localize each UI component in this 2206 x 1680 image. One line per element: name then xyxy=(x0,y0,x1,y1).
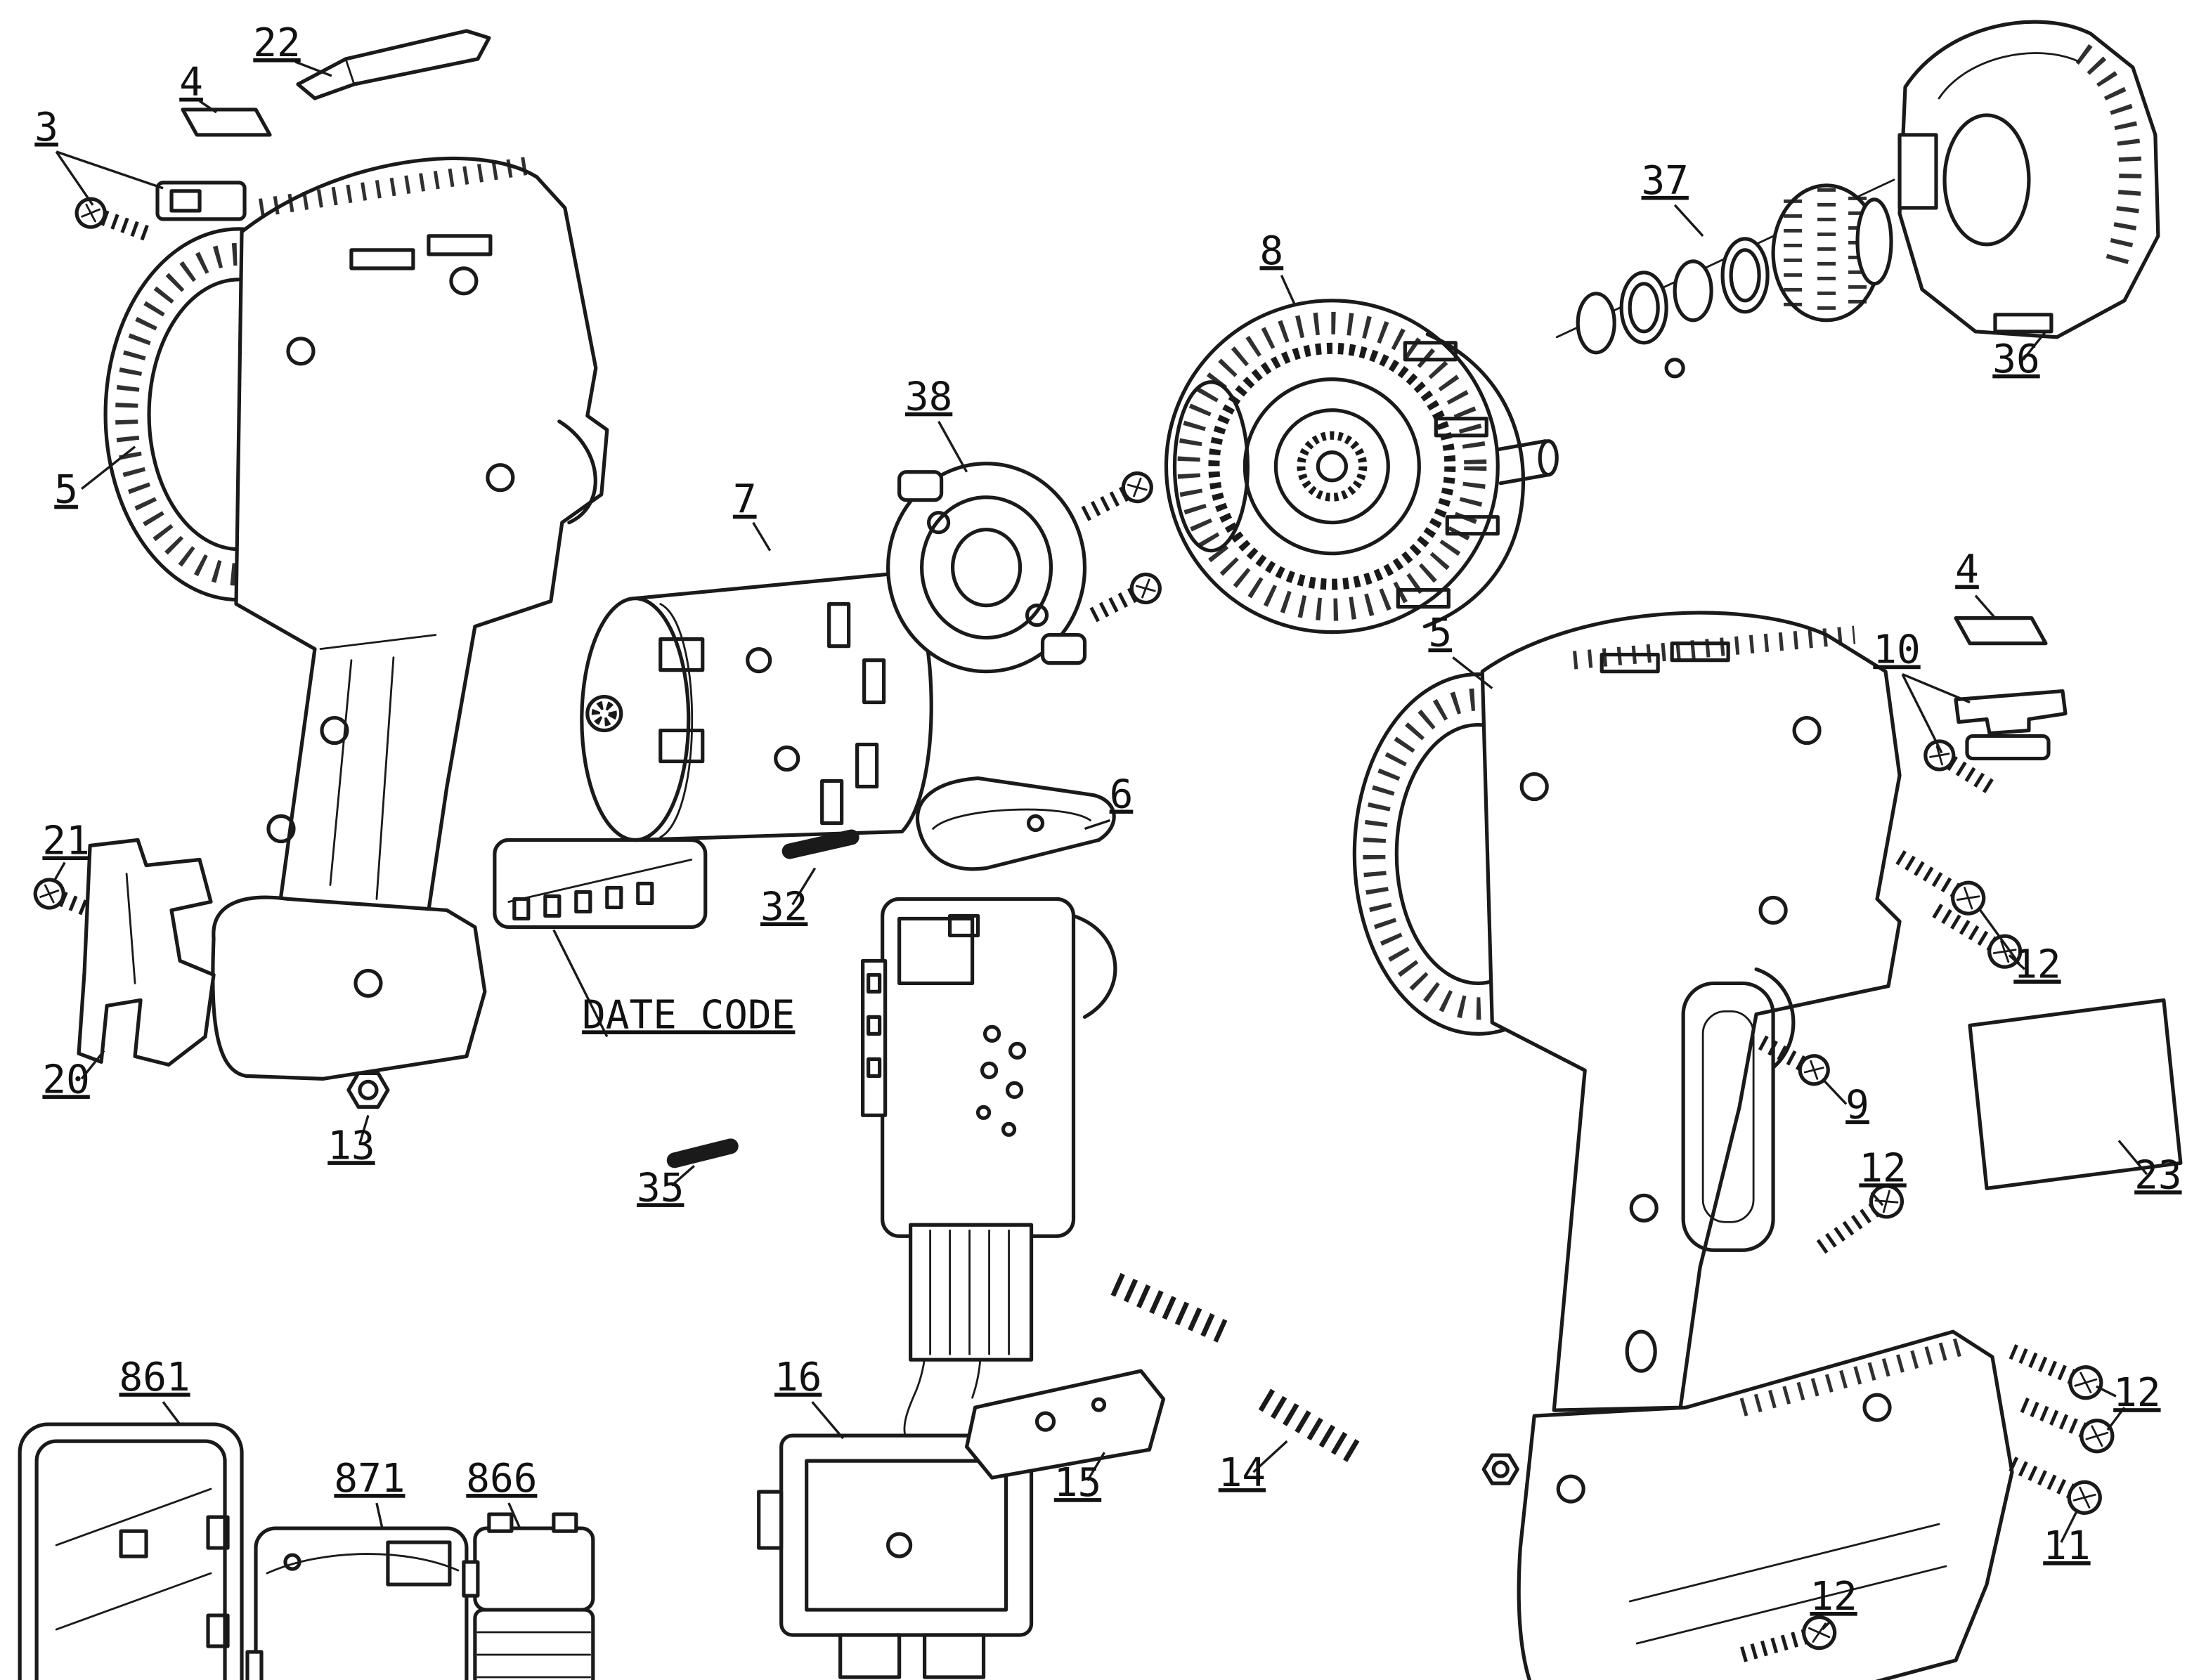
callout-37: 37 xyxy=(1641,158,1688,204)
callout-8: 8 xyxy=(1260,228,1284,274)
part-switch-base xyxy=(757,1433,1034,1679)
part-pin-35 xyxy=(666,1138,739,1168)
callout-871: 871 xyxy=(334,1456,405,1502)
callout-6: 6 xyxy=(1110,772,1134,818)
part-screw-11 xyxy=(2006,1450,2106,1518)
part-belt-hook xyxy=(77,838,216,1067)
part-battery xyxy=(462,1512,595,1680)
callout-15: 15 xyxy=(1054,1460,1101,1506)
callout-labels: 22 4 3 5 7 38 8 37 36 5 4 10 12 9 23 12 … xyxy=(34,20,2181,1620)
part-gear-plate xyxy=(886,464,1165,674)
callout-16: 16 xyxy=(774,1355,822,1400)
part-screws-12a xyxy=(1892,844,2026,973)
callout-5-right: 5 xyxy=(1428,611,1452,656)
part-screws-12c xyxy=(2006,1337,2117,1457)
callout-9: 9 xyxy=(1845,1082,1869,1128)
callout-23: 23 xyxy=(2134,1152,2181,1198)
callout-22: 22 xyxy=(253,20,300,66)
callout-35: 35 xyxy=(637,1165,684,1211)
callout-4-top-left: 4 xyxy=(179,60,203,105)
part-nut-13 xyxy=(346,1071,390,1109)
callout-7: 7 xyxy=(733,477,757,523)
part-kit-box xyxy=(18,1422,244,1680)
callout-21: 21 xyxy=(42,818,89,864)
part-nose-cap xyxy=(1897,20,2160,339)
callout-3: 3 xyxy=(34,105,58,150)
part-bit xyxy=(296,29,491,100)
part-housing-left xyxy=(103,156,609,1081)
part-spring-upper xyxy=(1110,1272,1228,1343)
leader-lines xyxy=(52,60,2148,1631)
part-bottom-cover xyxy=(493,838,708,930)
part-switch-module xyxy=(861,897,1117,1448)
callout-13: 13 xyxy=(327,1123,375,1168)
part-gearbox xyxy=(1164,299,1559,634)
part-clip-set xyxy=(1920,689,2068,799)
callout-32: 32 xyxy=(760,884,807,930)
callout-4-right: 4 xyxy=(1955,547,1979,593)
part-motor xyxy=(580,571,933,842)
callout-14: 14 xyxy=(1219,1450,1266,1496)
part-screw-12b xyxy=(1812,1180,1908,1260)
callout-866: 866 xyxy=(466,1456,537,1502)
part-pad-right xyxy=(1954,616,2048,646)
callout-12-d: 12 xyxy=(1810,1574,1857,1620)
callout-38: 38 xyxy=(905,375,952,420)
callout-36: 36 xyxy=(1992,337,2039,382)
callout-12-b: 12 xyxy=(1859,1145,1906,1191)
part-button-bracket xyxy=(73,181,247,247)
part-pin-32 xyxy=(781,829,859,859)
part-label-sticker xyxy=(1968,998,2183,1190)
callout-12-a: 12 xyxy=(2013,942,2061,987)
part-switch-cap xyxy=(916,776,1116,871)
part-ring-stack xyxy=(1555,178,1895,379)
callout-5-left: 5 xyxy=(54,467,78,513)
callout-12-c: 12 xyxy=(2113,1370,2160,1416)
part-pad-left xyxy=(181,108,272,137)
part-nut-right xyxy=(1481,1453,1519,1485)
callout-date-code: DATE CODE xyxy=(582,992,795,1038)
part-spring-14 xyxy=(1258,1388,1361,1463)
part-housing-right xyxy=(1352,611,2014,1680)
callout-10: 10 xyxy=(1873,627,1920,673)
callout-11: 11 xyxy=(2043,1523,2090,1569)
part-screw-9 xyxy=(1756,1030,1834,1089)
part-contact-plate xyxy=(964,1369,1166,1480)
callout-861: 861 xyxy=(119,1355,190,1400)
callout-20: 20 xyxy=(42,1057,89,1102)
part-charger xyxy=(245,1526,469,1680)
